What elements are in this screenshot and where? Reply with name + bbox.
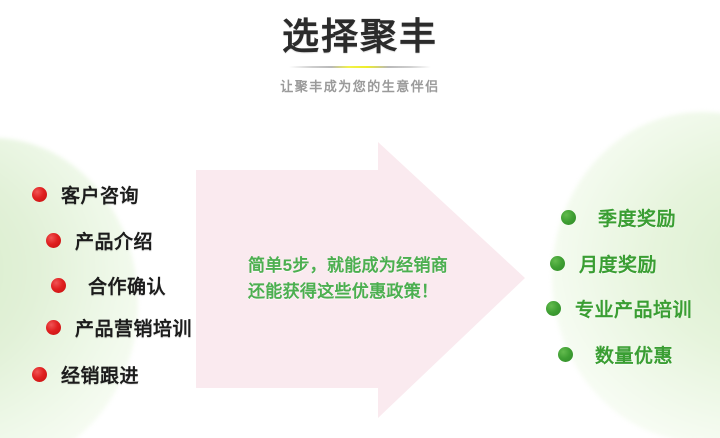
red-bullet-icon — [32, 187, 47, 202]
list-item-label: 季度奖励 — [598, 209, 677, 230]
red-bullet-icon — [46, 233, 61, 248]
green-bullet-icon — [561, 210, 576, 225]
list-item: 客户咨询 — [32, 181, 139, 208]
list-item-label: 产品营销培训 — [75, 319, 193, 340]
list-item-label: 经销跟进 — [61, 366, 140, 387]
list-item-label: 客户咨询 — [61, 186, 140, 207]
title-divider — [289, 66, 431, 68]
red-bullet-icon — [51, 278, 66, 293]
list-item: 月度奖励 — [550, 250, 657, 277]
list-item-label: 产品介绍 — [75, 232, 154, 253]
list-item: 数量优惠 — [558, 341, 673, 368]
green-bullet-icon — [546, 301, 561, 316]
list-item-label: 合作确认 — [88, 277, 167, 298]
list-item: 产品营销培训 — [46, 314, 192, 341]
list-item: 产品介绍 — [46, 227, 153, 254]
red-bullet-icon — [46, 320, 61, 335]
green-bullet-icon — [558, 347, 573, 362]
page-title: 选择聚丰 — [282, 16, 438, 57]
list-item: 经销跟进 — [32, 361, 139, 388]
list-item-label: 专业产品培训 — [575, 300, 693, 321]
green-bullet-icon — [550, 256, 565, 271]
header: 选择聚丰 让聚丰成为您的生意伴侣 — [0, 0, 720, 95]
list-item: 专业产品培训 — [546, 295, 692, 322]
list-item: 合作确认 — [51, 272, 166, 299]
process-arrow — [190, 140, 530, 422]
red-bullet-icon — [32, 367, 47, 382]
list-item: 季度奖励 — [561, 204, 676, 231]
arrow-caption-line-2: 还能获得这些优惠政策！ — [248, 282, 439, 302]
arrow-shape — [196, 142, 525, 418]
page-subtitle: 让聚丰成为您的生意伴侣 — [280, 79, 440, 94]
arrow-caption-line-1: 简单5步，就能成为经销商 — [248, 256, 449, 275]
list-item-label: 月度奖励 — [579, 255, 658, 276]
arrow-caption: 简单5步，就能成为经销商 还能获得这些优惠政策！ — [248, 253, 488, 306]
list-item-label: 数量优惠 — [595, 346, 674, 367]
